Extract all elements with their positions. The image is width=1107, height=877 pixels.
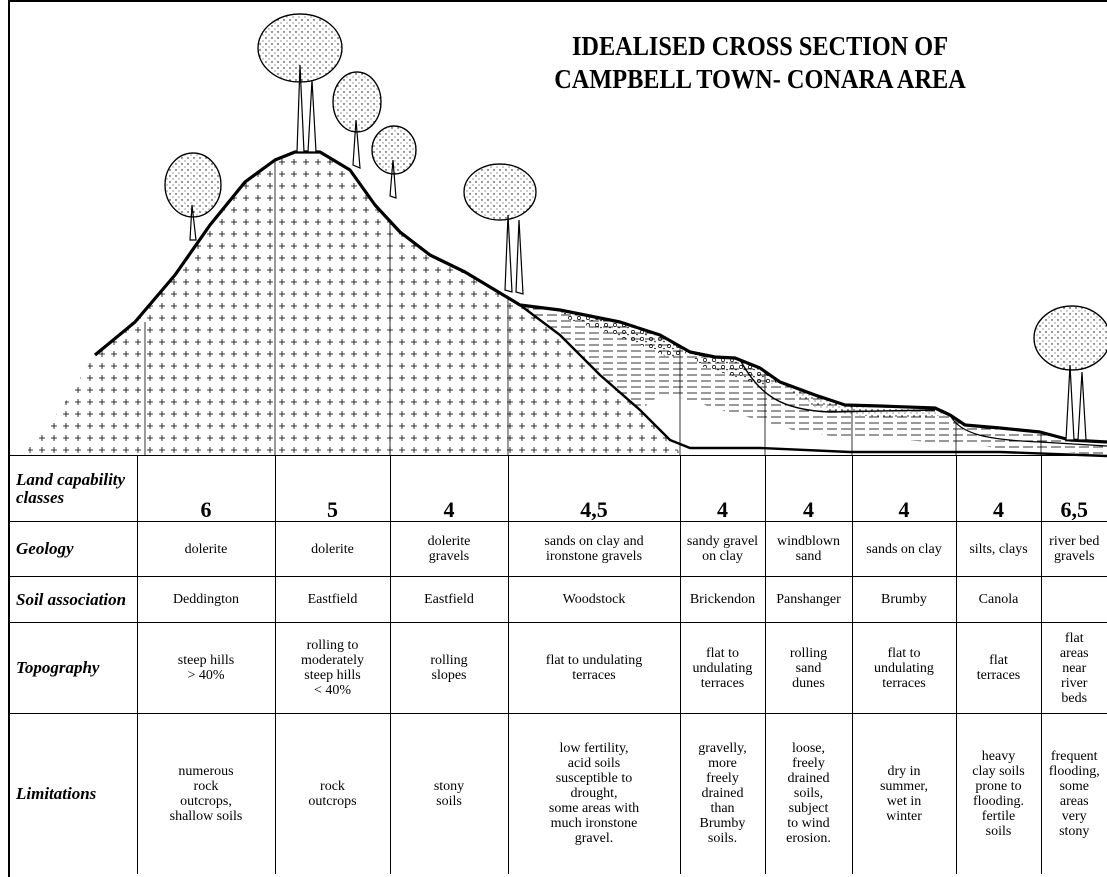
cell-soil: Eastfield <box>274 576 390 623</box>
cell-soil: Brickendon <box>679 576 765 623</box>
cell-geology: river bed gravels <box>1049 534 1100 564</box>
ground-surface <box>93 150 1107 444</box>
cell-geology: sands on clay <box>866 541 942 557</box>
cell-class: 4 <box>679 455 765 522</box>
cell-topography: flat to undulating terraces <box>692 645 753 691</box>
cell-topography: flat to undulating terraces <box>874 645 934 691</box>
row-geology: Geology dolerite dolerite dolerite grave… <box>10 521 1107 577</box>
cell-class: 4 <box>851 455 956 522</box>
cell-limitations: heavy clay soils prone to flooding. fert… <box>972 748 1025 839</box>
row-soil-association: Soil association Deddington Eastfield Ea… <box>10 576 1107 623</box>
cell-soil: Brumby <box>851 576 956 623</box>
tree-icon <box>164 152 222 241</box>
row-label-limitations: Limitations <box>10 713 137 874</box>
cell-soil: Deddington <box>136 576 275 623</box>
cell-topography: flat areas near river beds <box>1059 630 1089 706</box>
row-label-land-capability: Land capability classes <box>16 469 126 507</box>
row-topography: Topography steep hills > 40% rolling to … <box>10 622 1107 714</box>
tree-icon <box>332 71 382 169</box>
cell-topography: rolling sand dunes <box>789 645 828 691</box>
cell-limitations: numerous rock outcrops, shallow soils <box>169 763 243 824</box>
cell-class: 5 <box>274 455 390 522</box>
cell-limitations: low fertility, acid soils susceptible to… <box>548 741 640 847</box>
cell-topography: flat terraces <box>976 653 1021 683</box>
title-line-2: CAMPBELL TOWN- CONARA AREA <box>554 64 966 94</box>
cell-geology: sandy gravel on clay <box>686 534 759 564</box>
cell-soil <box>1040 576 1107 623</box>
cell-limitations: stony soils <box>433 778 465 809</box>
cell-soil: Panshanger <box>764 576 852 623</box>
row-land-capability: Land capability classes 6 5 4 4,5 4 4 4 … <box>10 455 1107 522</box>
diagram-title: IDEALISED CROSS SECTION OF CAMPBELL TOWN… <box>544 30 976 96</box>
cell-geology: windblown sand <box>777 534 840 564</box>
cell-soil: Woodstock <box>507 576 680 623</box>
cell-soil: Canola <box>955 576 1041 623</box>
cell-geology: sands on clay and ironstone gravels <box>544 534 644 564</box>
row-label-soil-association: Soil association <box>10 576 137 623</box>
cell-limitations: dry in summer, wet in winter <box>879 763 929 824</box>
dolerite-hill <box>28 152 680 453</box>
diagram-frame <box>8 0 1107 877</box>
cell-geology: dolerite <box>184 541 228 557</box>
cell-class: 6 <box>136 455 275 522</box>
land-capability-table: Land capability classes 6 5 4 4,5 4 4 4 … <box>10 455 1107 874</box>
cell-topography: rolling slopes <box>430 653 468 683</box>
tree-icon <box>1033 305 1107 441</box>
cell-limitations: rock outcrops <box>308 778 357 809</box>
tree-icon <box>257 13 343 153</box>
cell-topography: steep hills > 40% <box>177 653 235 683</box>
cell-class: 4,5 <box>507 455 680 522</box>
cross-section-illustration <box>28 13 1107 458</box>
cell-limitations: gravelly, more freely drained than Brumb… <box>698 741 747 847</box>
row-label-geology: Geology <box>10 521 137 577</box>
cell-geology: silts, clays <box>969 541 1028 557</box>
cell-topography: rolling to moderately steep hills < 40% <box>301 638 364 698</box>
cell-geology: dolerite <box>311 541 354 557</box>
row-limitations: Limitations numerous rock outcrops, shal… <box>10 713 1107 874</box>
row-label-topography: Topography <box>10 622 137 714</box>
tree-icon <box>463 163 537 295</box>
cell-topography: flat to undulating terraces <box>545 653 643 683</box>
cell-soil: Eastfield <box>389 576 508 623</box>
cell-class: 6,5 <box>1040 455 1107 522</box>
cell-class: 4 <box>955 455 1041 522</box>
cell-class: 4 <box>389 455 508 522</box>
cell-class: 4 <box>764 455 852 522</box>
cell-limitations: frequent flooding, some areas very stony <box>1048 748 1100 839</box>
tree-icon <box>371 125 417 199</box>
cell-geology: dolerite gravels <box>427 534 471 564</box>
title-line-1: IDEALISED CROSS SECTION OF <box>571 31 949 61</box>
cell-limitations: loose, freely drained soils, subject to … <box>786 741 831 847</box>
